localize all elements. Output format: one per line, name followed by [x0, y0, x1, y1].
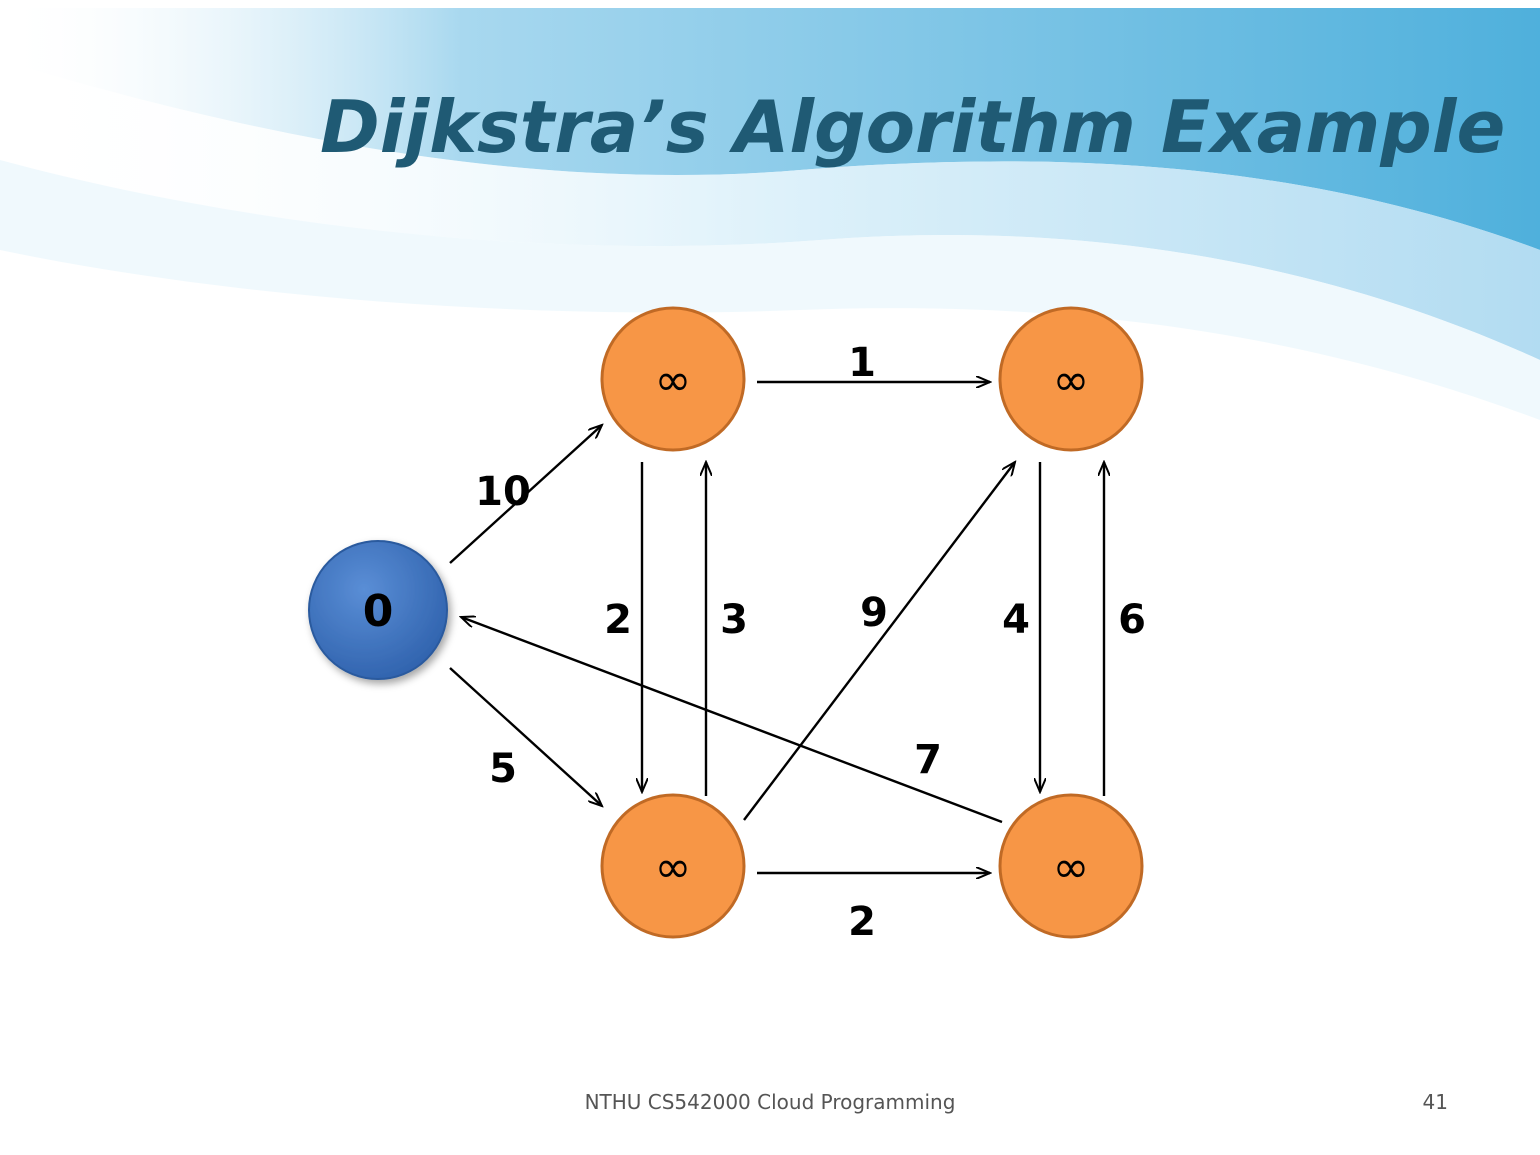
page-number: 41 [1422, 1090, 1448, 1114]
edge-s-x [449, 667, 602, 806]
node-x-label: ∞ [655, 842, 692, 893]
slide-title: Dijkstra’s Algorithm Example [320, 85, 1506, 169]
node-v: ∞ [998, 306, 1144, 452]
node-v-label: ∞ [1053, 355, 1090, 406]
edge-s-u [449, 425, 602, 564]
node-y: ∞ [998, 793, 1144, 939]
node-y-label: ∞ [1053, 842, 1090, 893]
node-s-label: 0 [363, 586, 394, 637]
weight-s-x: 5 [489, 746, 517, 792]
edge-y-s [461, 617, 1003, 824]
weight-y-s: 7 [914, 737, 942, 783]
weight-x-u: 3 [720, 597, 748, 643]
weight-x-v: 9 [860, 590, 888, 636]
weight-x-y: 2 [848, 899, 876, 945]
weight-y-v: 6 [1118, 597, 1146, 643]
node-u: ∞ [600, 306, 746, 452]
node-s: 0 [308, 540, 448, 680]
weight-v-y: 4 [1002, 597, 1030, 643]
weight-s-u: 10 [475, 469, 531, 515]
slide-footer: NTHU CS542000 Cloud Programming [584, 1090, 956, 1114]
node-u-label: ∞ [655, 355, 692, 406]
wave-band-main [0, 8, 1540, 250]
edge-x-v [743, 462, 1015, 821]
node-x: ∞ [600, 793, 746, 939]
weight-u-v: 1 [848, 340, 876, 386]
wave-band-light [0, 60, 1540, 360]
wave-band-fade [0, 160, 1540, 420]
weight-u-x: 2 [604, 597, 632, 643]
